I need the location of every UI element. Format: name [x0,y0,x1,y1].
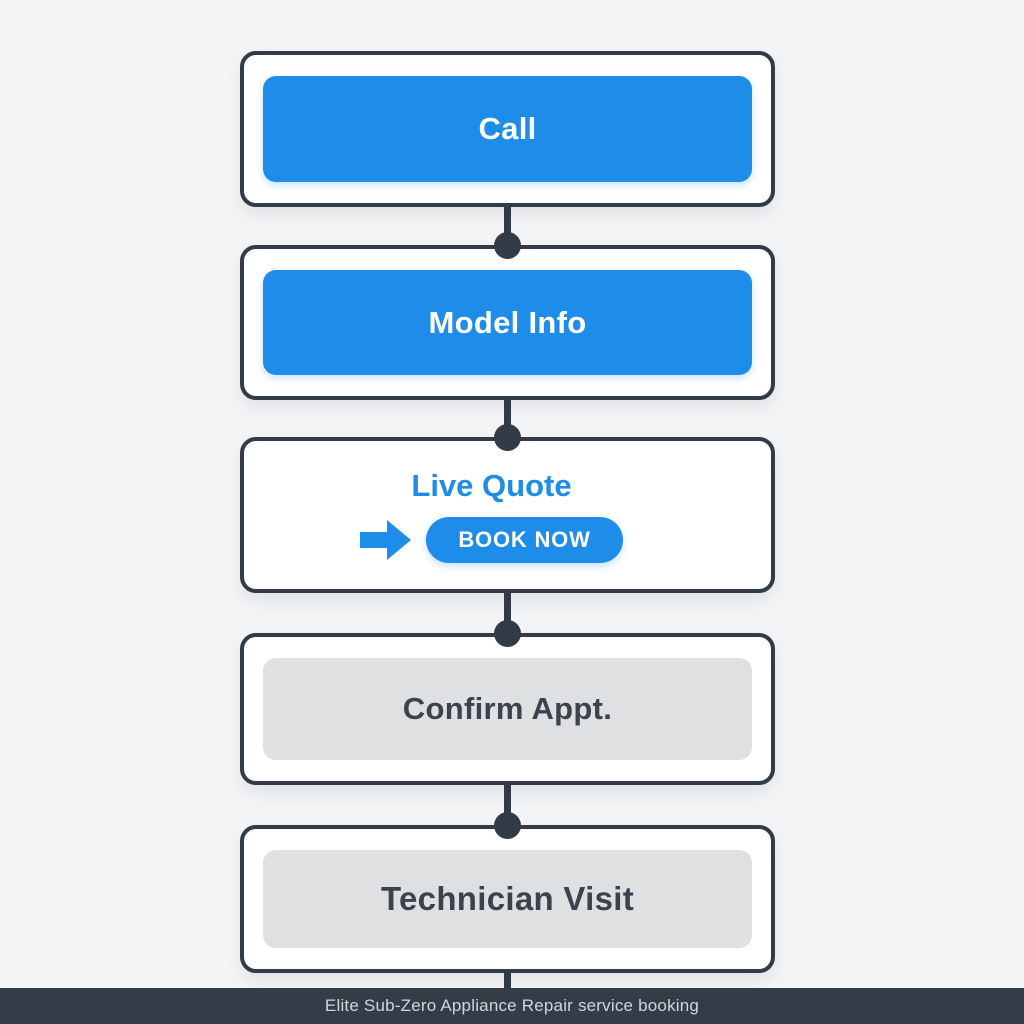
model-info-step-button[interactable]: Model Info [263,270,752,375]
technician-visit-step-button: Technician Visit [263,850,752,948]
connector-line-2 [504,398,511,439]
live-quote-label: Live Quote [411,467,572,503]
connector-line-5 [504,971,511,988]
step-box-confirm-appt: Confirm Appt. [240,633,775,785]
connector-dot-1 [494,232,521,259]
step-box-call: Call [240,51,775,207]
book-now-button[interactable]: BOOK NOW [426,516,623,563]
step-box-live-quote: Live Quote BOOK NOW [240,437,775,593]
step-box-technician-visit: Technician Visit [240,825,775,973]
connector-line-4 [504,783,511,826]
connector-dot-4 [494,812,521,839]
connector-line-1 [504,205,511,247]
caption-text: Elite Sub-Zero Appliance Repair service … [324,996,700,1015]
connector-line-3 [504,591,511,634]
connector-dot-3 [494,620,521,647]
connector-dot-2 [494,424,521,451]
step-box-model-info: Model Info [240,245,775,400]
call-step-button[interactable]: Call [263,76,752,182]
caption-bar: Elite Sub-Zero Appliance Repair service … [0,988,1024,1024]
arrow-right-icon [360,519,412,560]
confirm-appt-step-button: Confirm Appt. [263,658,752,760]
